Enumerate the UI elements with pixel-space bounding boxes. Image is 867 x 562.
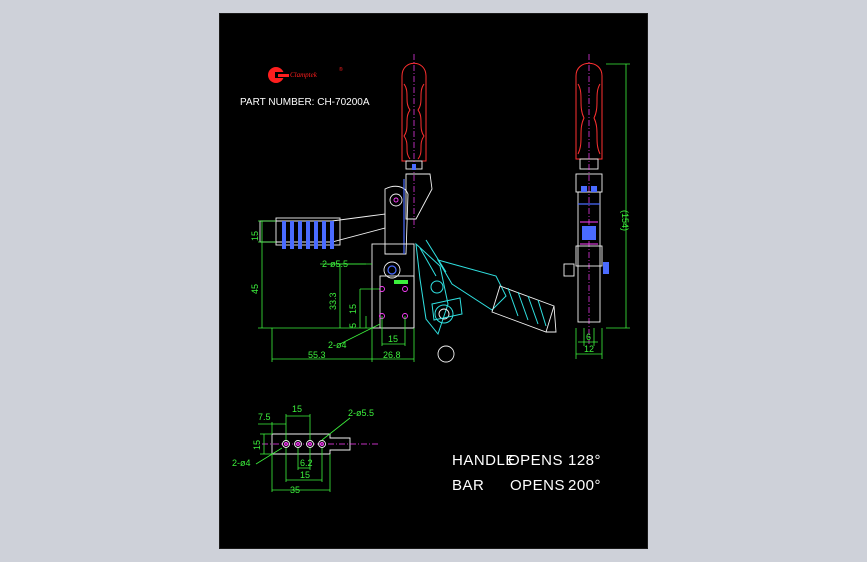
base-dimensions [255,414,351,492]
front-linkage [415,239,463,363]
side-view: (154) 6 12 [563,54,630,359]
front-lower-handle [491,285,557,333]
dim-154: (154) [620,210,630,231]
dim-26-8: 26.8 [383,350,401,360]
spindle-pad [282,221,334,249]
dim-15-side: 15 [348,304,358,314]
hole-label-5-5: 2-ø5.5 [322,259,348,269]
dim-33-3: 33.3 [328,292,338,310]
part-number-label: PART NUMBER: CH-70200A [240,97,370,108]
dim-7-5: 7.5 [258,412,271,422]
bar-label: BAR [452,477,484,494]
dim-55-3: 55.3 [308,350,326,360]
hole-label-base-5-5: 2-ø5.5 [348,408,374,418]
handle-opens-label: OPENS [508,452,563,469]
opening-notes: HANDLE OPENS 128° BAR OPENS 200° [452,452,601,494]
bar-opens-label: OPENS [510,477,565,494]
dim-15-bottom: 15 [388,334,398,344]
bar-opens-value: 200° [568,477,601,494]
dim-45: 45 [250,284,260,294]
svg-text:®: ® [339,66,343,73]
side-handle [575,54,603,344]
drawing-sheet: Clamptek ® PART NUMBER: CH-70200A [219,13,648,549]
dim-12: 12 [584,344,594,354]
hole-label-4: 2-ø4 [328,340,347,350]
handle-label: HANDLE [452,452,516,469]
handle-opens-value: 128° [568,452,601,469]
base-detail: 7.5 15 2-ø5.5 15 2-ø4 6.2 15 35 [232,404,380,495]
dim-6-2: 6.2 [300,458,313,468]
front-view: 15 45 33.3 15 5 2-ø5.5 2-ø4 15 55.3 26.8 [250,54,557,363]
front-handle [401,54,427,229]
dim-15-base-left: 15 [252,440,262,450]
dim-35: 35 [290,485,300,495]
side-dimensions [575,63,630,359]
dim-15-base-top: 15 [292,404,302,414]
technical-drawing: Clamptek ® PART NUMBER: CH-70200A [232,54,630,495]
dim-5: 5 [348,323,358,328]
hole-label-base-4: 2-ø4 [232,458,251,468]
dim-15-base-bottom: 15 [300,470,310,480]
logo-text: Clamptek [290,71,318,79]
dim-15-top: 15 [250,231,260,241]
front-dimensions [258,220,415,362]
brand-logo: Clamptek ® [268,66,343,83]
dim-6: 6 [586,332,591,342]
